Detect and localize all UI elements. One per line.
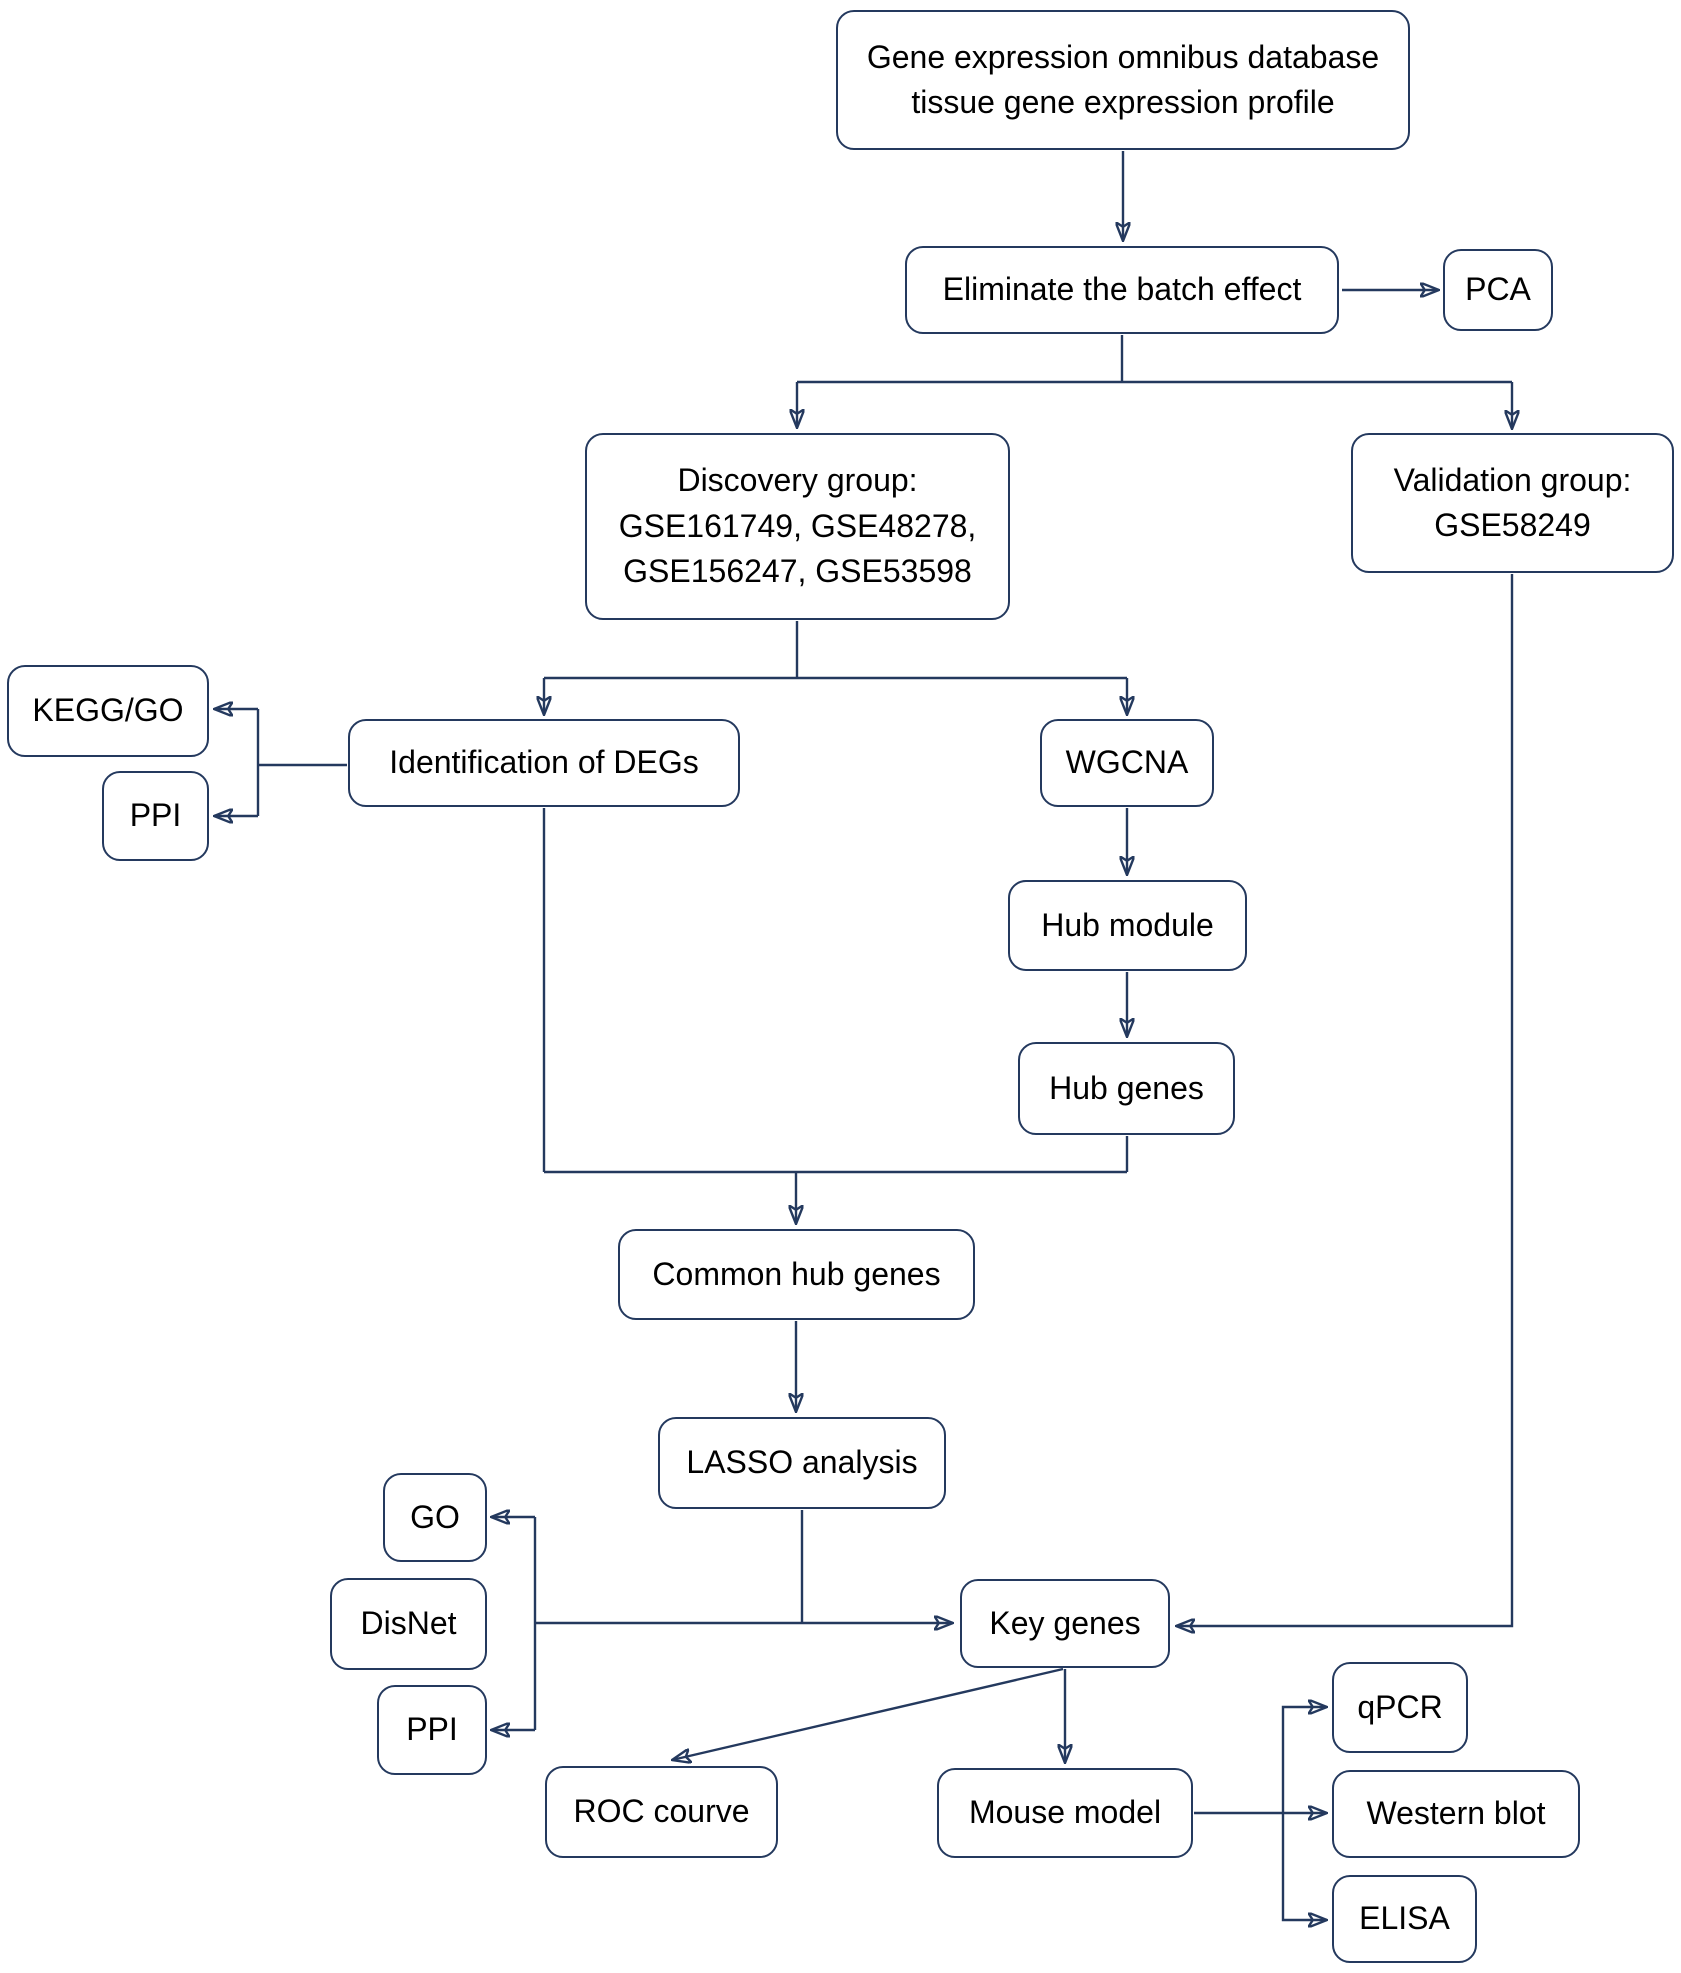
node-label: Gene expression omnibus database tissue … <box>866 38 1380 120</box>
node-identification-of-degs: Identification of DEGs <box>348 719 740 807</box>
node-label: DisNet <box>360 1605 457 1642</box>
node-label: GO <box>410 1498 460 1535</box>
node-label: Common hub genes <box>652 1255 941 1292</box>
node-key-genes: Key genes <box>960 1579 1170 1668</box>
node-elisa: ELISA <box>1332 1875 1477 1963</box>
node-label: Identification of DEGs <box>389 744 699 781</box>
node-pca: PCA <box>1443 249 1553 331</box>
node-label: PCA <box>1465 271 1531 308</box>
node-hub-genes: Hub genes <box>1018 1042 1235 1135</box>
node-qpcr: qPCR <box>1332 1662 1468 1753</box>
edge-branch-to-elisa <box>1281 1813 1327 1920</box>
node-discovery-group: Discovery group: GSE161749, GSE48278, GS… <box>585 433 1010 620</box>
node-eliminate-batch-effect: Eliminate the batch effect <box>905 246 1339 334</box>
edge-keygenes-to-roc <box>672 1667 1064 1760</box>
node-label: ROC courve <box>573 1793 750 1830</box>
node-kegg-go: KEGG/GO <box>7 665 209 757</box>
edge-validation-to-keygenes <box>1176 574 1514 1626</box>
node-ppi-top: PPI <box>102 771 209 861</box>
node-label: PPI <box>129 797 182 834</box>
node-western-blot: Western blot <box>1332 1770 1580 1858</box>
node-gene-expression-omnibus: Gene expression omnibus database tissue … <box>836 10 1410 150</box>
node-label: qPCR <box>1357 1688 1443 1725</box>
node-label: WGCNA <box>1065 744 1189 781</box>
node-disnet: DisNet <box>330 1578 487 1670</box>
node-mouse-model: Mouse model <box>937 1768 1193 1858</box>
node-hub-module: Hub module <box>1008 880 1247 971</box>
node-label: Western blot <box>1366 1795 1546 1832</box>
node-label: Validation group: GSE58249 <box>1393 461 1632 543</box>
node-label: LASSO analysis <box>686 1444 918 1481</box>
node-label: Discovery group: GSE161749, GSE48278, GS… <box>618 462 977 590</box>
node-lasso-analysis: LASSO analysis <box>658 1417 946 1509</box>
node-validation-group: Validation group: GSE58249 <box>1351 433 1674 573</box>
node-label: Key genes <box>989 1604 1141 1641</box>
node-go: GO <box>383 1473 487 1562</box>
node-label: KEGG/GO <box>32 692 184 729</box>
node-label: Mouse model <box>968 1794 1162 1831</box>
edge-branch-to-qpcr <box>1281 1707 1327 1813</box>
node-roc-curve: ROC courve <box>545 1766 778 1858</box>
node-label: Eliminate the batch effect <box>942 271 1302 308</box>
node-ppi-bottom: PPI <box>377 1685 487 1775</box>
node-label: Hub module <box>1041 906 1214 943</box>
node-label: PPI <box>406 1711 458 1748</box>
node-label: Hub genes <box>1049 1069 1204 1106</box>
node-common-hub-genes: Common hub genes <box>618 1229 975 1320</box>
node-wgcna: WGCNA <box>1040 719 1214 807</box>
node-label: ELISA <box>1359 1900 1450 1937</box>
